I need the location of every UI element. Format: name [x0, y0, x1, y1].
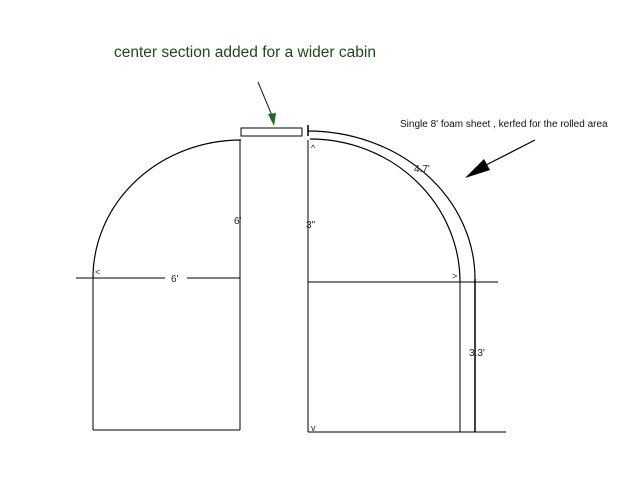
right-height-label: 3"	[306, 220, 316, 231]
left-width-arrow: <	[95, 267, 100, 277]
wall-height-label: 3.3'	[469, 348, 485, 359]
left-roof-arc	[92, 139, 242, 279]
right-width-arrow: >	[452, 271, 457, 281]
foam-sheet-inner-arc	[309, 138, 461, 283]
note-pointer-arrow	[465, 139, 536, 178]
title-pointer-arrow	[257, 81, 276, 126]
center-section	[240, 127, 303, 137]
left-height-label: 6'	[234, 216, 242, 227]
left-width-label: 6'	[171, 274, 179, 285]
foam-sheet-outer-arc	[307, 130, 476, 280]
arc-length-label: 4.7'	[414, 164, 430, 175]
diagram-title: center section added for a wider cabin	[114, 44, 376, 61]
left-section	[76, 139, 242, 431]
foam-sheet-note: Single 8' foam sheet , kerfed for the ro…	[400, 119, 608, 130]
right-down-arrow: v	[311, 423, 316, 433]
right-section	[307, 125, 506, 433]
right-up-arrow: ^	[311, 143, 316, 153]
